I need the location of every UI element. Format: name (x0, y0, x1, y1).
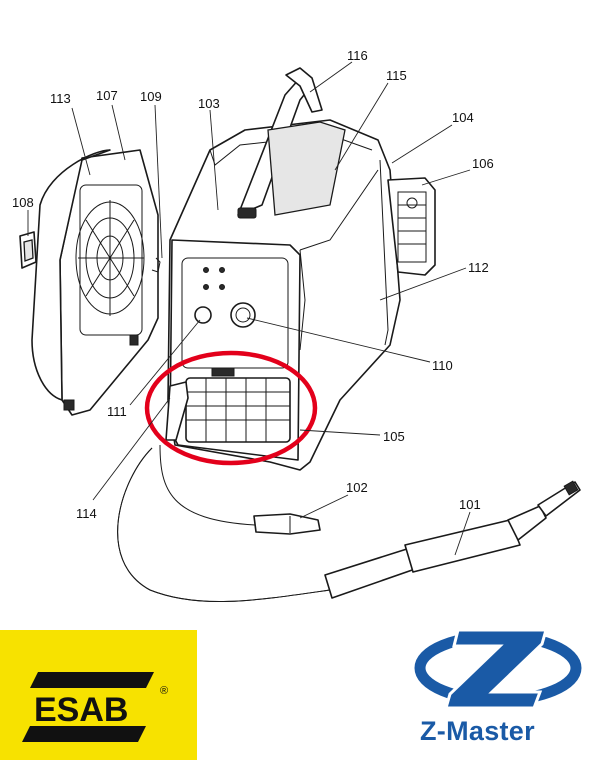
clip-part (19, 231, 37, 269)
part-label-104: 104 (452, 110, 474, 125)
filter-sheet-part (31, 149, 111, 401)
cable-outlet-part (165, 381, 189, 441)
part-label-111: 111 (107, 404, 127, 419)
part-label-110: 110 (432, 358, 453, 373)
zmaster-logo-text: Z-Master (420, 716, 535, 746)
front-vent-part (185, 367, 291, 443)
hook-part (151, 257, 161, 273)
part-label-108: 108 (12, 195, 34, 210)
fan-grille-part (59, 149, 159, 416)
part-label-105: 105 (383, 429, 405, 444)
handle-part (237, 67, 346, 219)
part-label-114: 114 (76, 506, 97, 521)
part-label-101: 101 (459, 497, 481, 512)
part-label-103: 103 (198, 96, 220, 111)
part-label-115: 115 (386, 68, 407, 83)
rear-cover-part (387, 177, 436, 276)
esab-logo-text: ESAB (34, 691, 128, 729)
part-label-116: 116 (347, 48, 368, 63)
esab-registered-mark: ® (160, 685, 168, 697)
part-label-107: 107 (96, 88, 118, 103)
part-label-112: 112 (468, 260, 489, 275)
exploded-parts-diagram: 113 107 109 103 116 115 104 106 108 112 … (12, 48, 581, 603)
part-label-102: 102 (346, 480, 368, 495)
leader-lines (27, 61, 471, 556)
torch-cable-part (117, 447, 581, 603)
part-label-113: 113 (50, 91, 71, 106)
part-labels: 113 107 109 103 116 115 104 106 108 112 … (12, 48, 494, 521)
zmaster-logo (400, 622, 600, 760)
work-clamp-part (159, 444, 321, 535)
part-label-109: 109 (140, 89, 162, 104)
highlight-circle (144, 350, 318, 466)
esab-logo: ESAB ® (0, 630, 197, 760)
part-label-106: 106 (472, 156, 494, 171)
